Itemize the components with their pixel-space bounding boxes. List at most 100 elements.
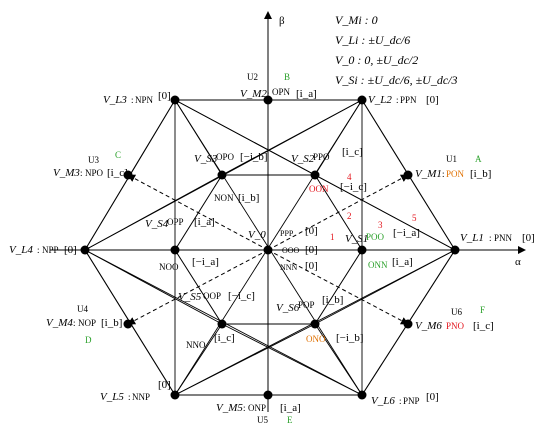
legend-line-1: V_Mi : 0 (335, 13, 378, 27)
vl2-label: V_L2 : PPN [0] (368, 94, 439, 106)
svg-text:[0]: [0] (426, 391, 439, 403)
legend-line-3: V_0 : 0, ±U_dc/2 (335, 53, 418, 67)
svg-text:[i_a]: [i_a] (296, 88, 317, 100)
svg-text:OOO: OOO (282, 246, 300, 255)
svg-text:ONO: ONO (306, 334, 326, 344)
vs1-label: V_S1 POO [−i_a] ONN [i_a] (345, 227, 420, 270)
region-numbers: 1 2 3 4 5 (330, 172, 417, 242)
svg-text:[−i_b]: [−i_b] (240, 151, 268, 163)
svg-text:[0]: [0] (158, 379, 171, 391)
svg-text:NPO: NPO (85, 168, 104, 178)
svg-text:V_0: V_0 (248, 229, 266, 241)
zero-vector-label: V_0 PPP [0] OOO [0] NNN [0] (248, 225, 318, 272)
region-number-4: 4 (347, 172, 352, 182)
medium-vector-labels: U1 A V_M1 : PON [i_b] U2 B V_M2 : OPN [i… (46, 72, 494, 425)
svg-text:[−i_a]: [−i_a] (393, 227, 420, 239)
vector-points (80, 95, 460, 400)
svg-text:[i_b]: [i_b] (238, 192, 259, 204)
alpha-axis-label: α (515, 256, 521, 268)
vs3-label: V_S3 OPO [−i_b] NON [i_b] (194, 151, 268, 204)
svg-text:ONP: ONP (248, 403, 266, 413)
svg-text:V_S4: V_S4 (145, 218, 169, 230)
svg-text:PPP: PPP (280, 229, 294, 238)
svg-text:NOO: NOO (159, 262, 179, 272)
svg-text::: : (80, 168, 83, 178)
svg-text:V_L6: V_L6 (371, 395, 395, 407)
svg-text:[0]: [0] (64, 244, 77, 256)
svg-text:NNP: NNP (132, 392, 150, 402)
svg-text:[0]: [0] (426, 94, 439, 106)
svg-text:[i_c]: [i_c] (214, 332, 235, 344)
svg-text:D: D (85, 335, 92, 345)
svg-text:V_M5: V_M5 (216, 402, 243, 414)
svg-text:[−i_c]: [−i_c] (228, 290, 255, 302)
svg-text:POO: POO (366, 232, 385, 242)
medium-vector-dashed-lines (127, 174, 409, 325)
svg-text:ONN: ONN (368, 260, 388, 270)
vm6-label: U6 F V_M6 PNO [i_c] (415, 305, 494, 332)
small-vector-labels: V_S1 POO [−i_a] ONN [i_a] V_S2 PPO [i_c]… (145, 146, 420, 350)
svg-text:[0]: [0] (305, 225, 318, 237)
svg-text::: : (37, 245, 40, 255)
svg-text:PNO: PNO (446, 321, 465, 331)
vs5-label: V_S5 OOP [−i_c] NNO [i_c] (178, 290, 255, 350)
svg-text:A: A (475, 154, 482, 164)
svg-text:V_S5: V_S5 (178, 291, 202, 303)
svg-text::: : (396, 95, 399, 105)
svg-text:V_M3: V_M3 (53, 167, 80, 179)
svg-text:OOP: OOP (203, 291, 221, 301)
svg-text:[i_a]: [i_a] (280, 402, 301, 414)
svg-text:PPO: PPO (313, 152, 330, 162)
vl3-label: V_L3 : NPN [0] (103, 90, 171, 106)
vm5-label: V_M5 : ONP [i_a] U5 E (216, 402, 301, 425)
svg-text::: : (131, 95, 134, 105)
svg-text:POP: POP (298, 300, 315, 310)
svg-text:V_L2: V_L2 (368, 94, 392, 106)
svg-text:[i_c]: [i_c] (342, 146, 363, 158)
svg-text:V_S3: V_S3 (194, 153, 218, 165)
svg-text:V_S6: V_S6 (276, 302, 300, 314)
region-number-2: 2 (347, 211, 352, 221)
region-number-1: 1 (330, 232, 335, 242)
svg-text:NPN: NPN (135, 95, 154, 105)
large-vector-labels: V_L1 : PNN [0] V_L2 : PPN [0] V_L3 : NPN… (9, 90, 535, 407)
vs4-label: V_S4 OPP [i_a] NOO [−i_a] (145, 216, 219, 272)
svg-text:OPN: OPN (272, 87, 291, 97)
svg-text::: : (489, 233, 492, 243)
svg-text::: : (267, 89, 270, 99)
svg-text:F: F (480, 305, 485, 315)
svg-text:PPN: PPN (400, 95, 417, 105)
svg-text:[i_a]: [i_a] (392, 256, 413, 268)
svg-text:[0]: [0] (305, 260, 318, 272)
svg-text::: : (128, 392, 131, 402)
svg-text:U1: U1 (446, 154, 457, 164)
svg-text::: : (399, 396, 402, 406)
svg-text:[i_b]: [i_b] (470, 168, 491, 180)
svg-text:[−i_b]: [−i_b] (336, 332, 364, 344)
svg-text:V_S1: V_S1 (345, 233, 368, 245)
svg-text:[i_a]: [i_a] (194, 216, 215, 228)
region-number-5: 5 (412, 213, 417, 223)
beta-axis-label: β (279, 15, 285, 27)
vs6-label: V_S6 POP [i_b] ONO [−i_b] (276, 294, 364, 344)
vl4-label: V_L4 : NPP [0] (9, 244, 77, 256)
svg-text:V_L1: V_L1 (460, 232, 484, 244)
svg-text:[0]: [0] (158, 90, 171, 102)
vm2-label: U2 B V_M2 : OPN [i_a] (240, 72, 317, 100)
svg-text:V_L3: V_L3 (103, 94, 127, 106)
vm1-label: U1 A V_M1 : PON [i_b] (415, 154, 491, 180)
svg-text:[0]: [0] (305, 244, 318, 256)
svg-text:[0]: [0] (522, 232, 535, 244)
svg-text:U3: U3 (88, 155, 99, 165)
svg-text::: : (442, 169, 445, 179)
svg-text:NON: NON (214, 193, 234, 203)
svg-text:OPO: OPO (216, 152, 235, 162)
svg-text:PON: PON (446, 169, 465, 179)
legend-line-4: V_Si : ±U_dc/6, ±U_dc/3 (335, 73, 457, 87)
svg-text:[i_b]: [i_b] (322, 294, 343, 306)
svg-text:V_M2: V_M2 (240, 88, 267, 100)
svg-text:[−i_c]: [−i_c] (340, 181, 367, 193)
svg-text:NNN: NNN (280, 263, 298, 272)
svg-text:OPP: OPP (167, 217, 184, 227)
